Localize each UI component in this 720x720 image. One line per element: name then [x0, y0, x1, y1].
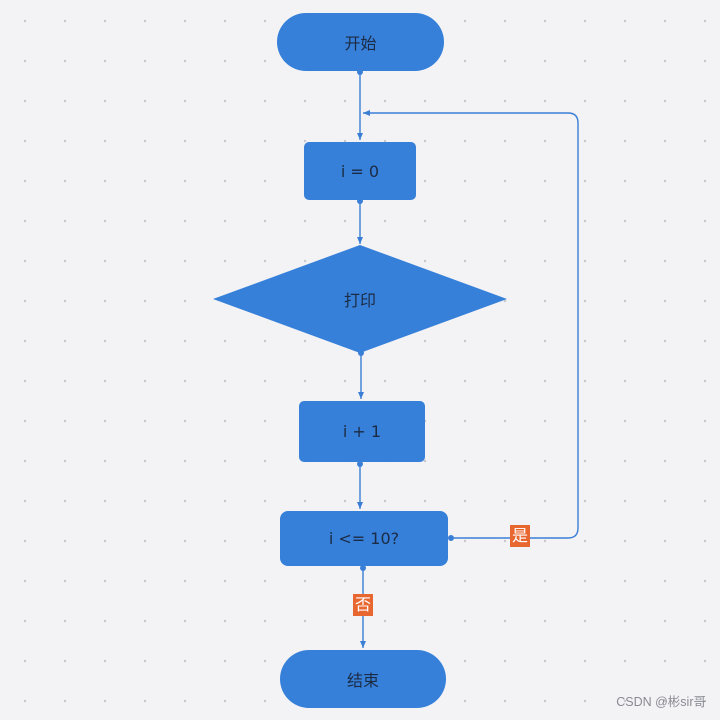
anchor-dot — [448, 535, 454, 541]
node-condition[interactable]: i <= 10? — [280, 511, 448, 566]
node-end[interactable]: 结束 — [280, 650, 446, 708]
node-print-label: 打印 — [343, 291, 376, 310]
edge-label-no: 否 — [353, 594, 374, 616]
watermark: CSDN @彬sir哥 — [616, 695, 706, 709]
edge-condition-loop-back — [363, 110, 579, 539]
node-print-shape[interactable] — [213, 245, 507, 353]
node-init[interactable]: i = 0 — [304, 142, 416, 200]
anchor-dot — [357, 461, 363, 467]
anchor-dot — [360, 565, 366, 571]
node-increment[interactable]: i + 1 — [299, 401, 425, 462]
edge-label-yes: 是 — [510, 525, 531, 547]
node-start[interactable]: 开始 — [277, 13, 444, 71]
